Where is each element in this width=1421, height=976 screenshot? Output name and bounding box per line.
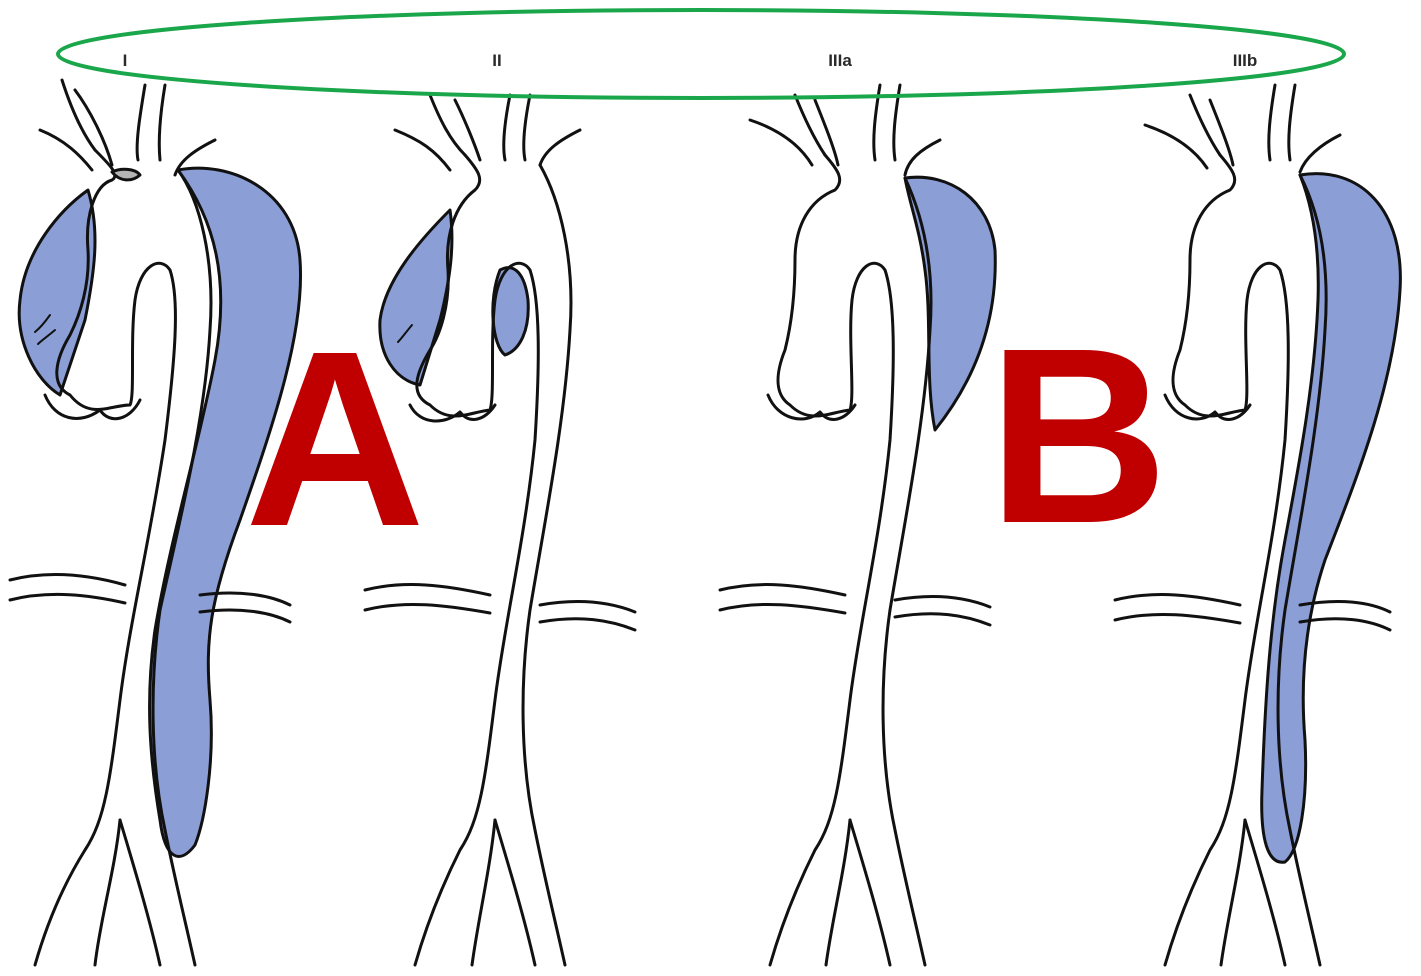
type-label-iiia: IIIa [828, 51, 852, 70]
type-label-ii: II [492, 51, 501, 70]
group-letter-b: B [988, 296, 1169, 575]
false-lumen-arch [493, 268, 528, 355]
type-label-i: I [123, 51, 128, 70]
aorta-type-iiia [720, 85, 995, 965]
type-labels-highlight-ellipse [58, 10, 1344, 98]
group-letter-a: A [245, 299, 426, 578]
thrombus [112, 169, 140, 180]
type-label-iiib: IIIb [1233, 51, 1258, 70]
aorta-body [770, 155, 893, 965]
